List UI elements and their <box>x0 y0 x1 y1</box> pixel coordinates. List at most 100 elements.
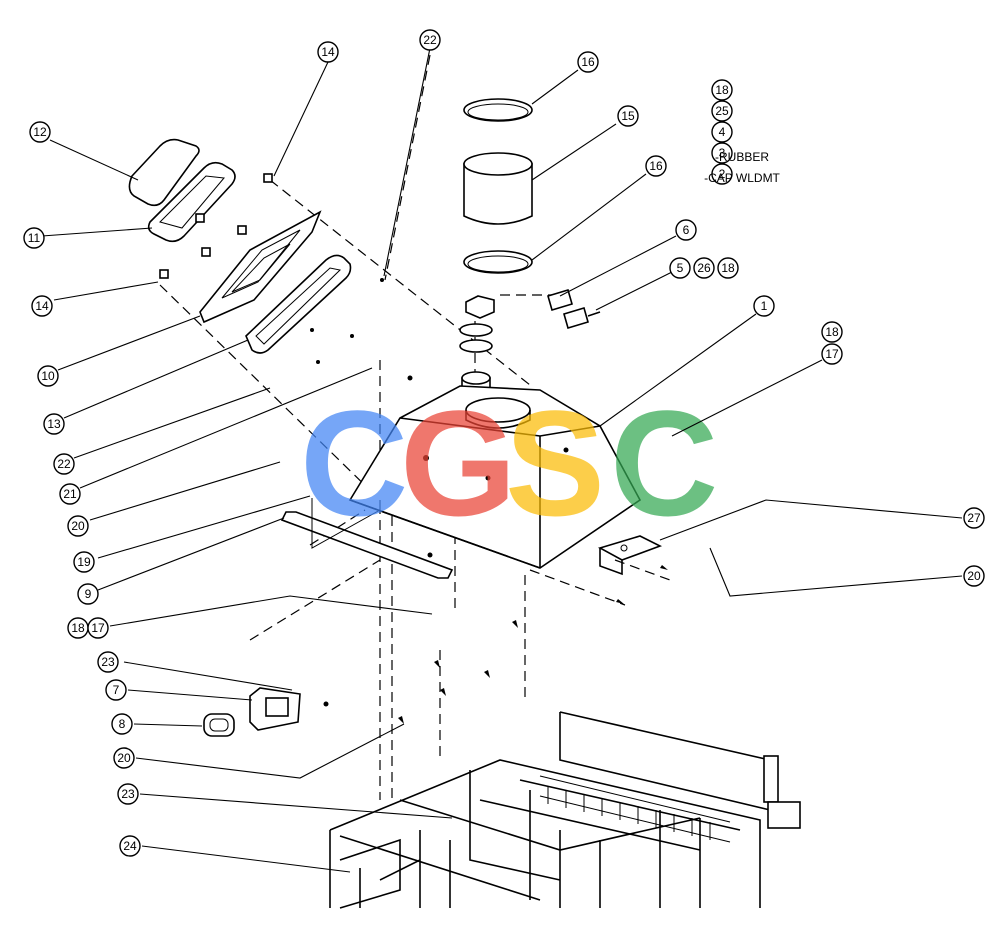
evaporator-grid <box>539 775 731 843</box>
fasteners <box>159 173 433 707</box>
svg-text:17: 17 <box>91 621 105 635</box>
callout-17: 17 <box>821 343 843 365</box>
callout-22: 22 <box>53 453 75 475</box>
callout-23: 23 <box>97 651 119 673</box>
svg-text:14: 14 <box>321 45 335 59</box>
part-10-window-frame <box>199 210 322 324</box>
chassis <box>329 711 801 909</box>
callout-24: 24 <box>119 835 141 857</box>
legend-row: 3-RUBBER <box>711 142 769 164</box>
svg-text:15: 15 <box>621 109 635 123</box>
svg-text:16: 16 <box>581 55 595 69</box>
part-16-band-mid <box>463 250 533 274</box>
callout-14: 14 <box>317 41 339 63</box>
svg-text:20: 20 <box>967 569 981 583</box>
part-7-bezel <box>249 687 301 731</box>
svg-text:7: 7 <box>113 683 120 697</box>
callout-6: 6 <box>675 219 697 241</box>
watermark-letter: C <box>300 379 408 547</box>
callout-19: 19 <box>73 551 95 573</box>
callout-16: 16 <box>577 51 599 73</box>
part-11-gasket <box>147 161 236 243</box>
legend-text: -CAP WLDMT <box>704 171 780 185</box>
callout-7: 7 <box>105 679 127 701</box>
svg-text:26: 26 <box>697 261 711 275</box>
part-27-bracket <box>597 535 663 576</box>
callout-9: 9 <box>77 583 99 605</box>
legend-number: 4 <box>719 125 726 139</box>
callout-13: 13 <box>43 413 65 435</box>
svg-text:1: 1 <box>761 299 768 313</box>
svg-text:10: 10 <box>41 369 55 383</box>
callout-21: 21 <box>59 483 81 505</box>
legend-text: -RUBBER <box>715 150 769 164</box>
svg-text:9: 9 <box>85 587 92 601</box>
legend-row: 25 <box>711 100 733 122</box>
callout-11: 11 <box>23 227 45 249</box>
part-15-sleeve <box>463 152 533 225</box>
part-6-switch <box>547 289 601 329</box>
callout-bubbles: 14 22 16 12 15 16 11 6 5 26 18 14 1 18 17 10 13 22 21 20 19 2… <box>23 29 985 857</box>
callout-5: 5 <box>669 257 691 279</box>
callout-1: 1 <box>753 295 775 317</box>
svg-text:6: 6 <box>683 223 690 237</box>
svg-text:23: 23 <box>121 787 135 801</box>
callout-23: 23 <box>117 783 139 805</box>
legend-number: 25 <box>715 104 729 118</box>
part-9-strip <box>280 511 454 579</box>
legend-row: 4 <box>711 121 733 143</box>
callout-20: 20 <box>963 565 985 587</box>
callout-16: 16 <box>645 155 667 177</box>
callout-17: 17 <box>87 617 109 639</box>
svg-text:11: 11 <box>28 231 41 245</box>
svg-text:22: 22 <box>57 457 71 471</box>
svg-text:22: 22 <box>423 33 437 47</box>
legend-number: 2 <box>719 167 726 181</box>
part-8-lens <box>203 713 235 737</box>
svg-text:23: 23 <box>101 655 115 669</box>
callout-10: 10 <box>37 365 59 387</box>
leader-lines <box>41 47 963 873</box>
svg-text:13: 13 <box>47 417 61 431</box>
svg-text:20: 20 <box>117 751 131 765</box>
svg-text:12: 12 <box>33 125 47 139</box>
svg-text:8: 8 <box>119 717 126 731</box>
svg-text:18: 18 <box>71 621 85 635</box>
svg-text:19: 19 <box>77 555 91 569</box>
svg-text:27: 27 <box>967 511 981 525</box>
callout-8: 8 <box>111 713 133 735</box>
svg-text:18: 18 <box>825 325 839 339</box>
part-1-hood <box>348 385 642 569</box>
svg-text:17: 17 <box>825 347 839 361</box>
svg-text:14: 14 <box>35 299 49 313</box>
part-19-panel <box>311 498 381 549</box>
legend-row: 2-CAP WLDMT <box>704 163 781 185</box>
watermark-letter: S <box>505 379 605 547</box>
svg-text:5: 5 <box>677 261 684 275</box>
callout-14: 14 <box>31 295 53 317</box>
watermark-letter: G <box>400 379 517 547</box>
legend-number: 3 <box>719 146 726 160</box>
part-13-gasket <box>245 254 352 354</box>
callout-18: 18 <box>717 257 739 279</box>
callout-20: 20 <box>67 515 89 537</box>
svg-text:20: 20 <box>71 519 85 533</box>
svg-text:18: 18 <box>721 261 735 275</box>
callout-27: 27 <box>963 507 985 529</box>
callout-20: 20 <box>113 747 135 769</box>
part-16-band-top <box>463 98 533 122</box>
part-12-lens <box>128 138 200 207</box>
callout-18: 18 <box>821 321 843 343</box>
svg-text:21: 21 <box>63 487 77 501</box>
svg-text:24: 24 <box>123 839 137 853</box>
legend-row: 18 <box>711 79 733 101</box>
callout-26: 26 <box>693 257 715 279</box>
watermark-letter: C <box>610 379 718 547</box>
callout-12: 12 <box>29 121 51 143</box>
callout-15: 15 <box>617 105 639 127</box>
callout-18: 18 <box>67 617 89 639</box>
